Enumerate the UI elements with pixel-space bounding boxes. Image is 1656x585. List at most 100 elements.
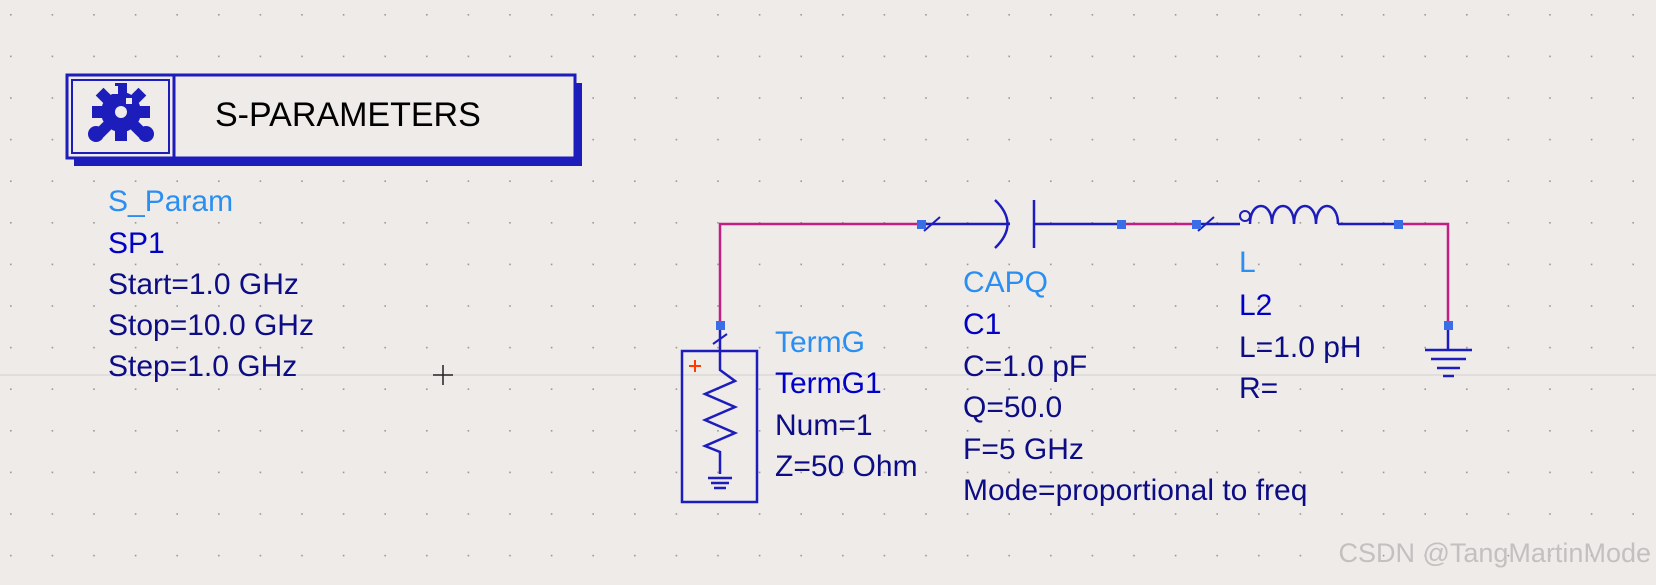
grid-dot — [10, 471, 12, 474]
capq-param-mode: Mode=proportional to freq — [963, 474, 1307, 507]
grid-dot — [1050, 513, 1052, 515]
grid-dot — [592, 263, 594, 266]
grid-dot — [1050, 138, 1052, 141]
grid-dot — [301, 471, 303, 474]
grid-dot — [218, 305, 220, 307]
grid-dot — [1008, 388, 1010, 390]
inductor-labels: L L2 L=1.0 pH R= — [1239, 246, 1362, 405]
grid-dot — [1299, 388, 1302, 390]
grid-dot — [1133, 471, 1135, 474]
pin-termg-top[interactable] — [716, 321, 725, 330]
grid-dot — [592, 305, 594, 307]
grid-dot — [1424, 55, 1426, 58]
grid-dot — [1632, 430, 1634, 432]
grid-dot — [1466, 388, 1468, 390]
grid-dot — [10, 263, 12, 266]
grid-dot — [1050, 346, 1052, 349]
pin-cap-right[interactable] — [1117, 220, 1126, 229]
pin-ground-top[interactable] — [1444, 321, 1453, 330]
wire-termg-to-cap[interactable] — [718, 222, 921, 325]
inductor-type-label: L — [1239, 246, 1256, 279]
grid-dot — [1008, 263, 1010, 266]
grid-dot — [1050, 430, 1052, 432]
wire-inductor-to-ground[interactable] — [1398, 222, 1450, 325]
grid-dot — [800, 471, 802, 474]
grid-dot — [93, 180, 95, 182]
grid-dot — [800, 97, 802, 99]
grid-dot — [301, 222, 303, 224]
pin-cap-left[interactable] — [917, 220, 926, 229]
polarity-dot-icon — [1239, 210, 1251, 222]
grid-dot — [1382, 97, 1385, 99]
grid-dot — [717, 263, 719, 266]
grid-dot — [1299, 97, 1302, 99]
grid-dot — [301, 513, 303, 515]
grid-dot — [1424, 14, 1426, 16]
grid-dot — [925, 14, 927, 16]
termg-component[interactable] — [680, 325, 759, 504]
grid-dot — [1466, 513, 1468, 515]
grid-dot — [1216, 55, 1218, 58]
grid-dot — [1258, 471, 1260, 474]
grid-dot — [1632, 513, 1634, 515]
capq-component[interactable] — [921, 199, 1121, 249]
pin-inductor-left[interactable] — [1192, 220, 1201, 229]
grid-dot — [10, 55, 12, 58]
grid-dot — [10, 14, 12, 16]
grid-dot — [966, 430, 969, 432]
grid-dot — [1091, 346, 1094, 349]
grid-dot — [467, 513, 470, 515]
grid-dot — [1382, 55, 1385, 58]
grid-dot — [176, 554, 178, 557]
grid-dot — [925, 305, 927, 307]
capacitor-curved-plate — [994, 199, 1009, 249]
grid-dot — [301, 388, 303, 390]
grid-dot — [509, 222, 511, 224]
grid-dot — [342, 55, 345, 58]
grid-dot — [842, 513, 844, 515]
grid-dot — [1382, 180, 1385, 182]
grid-dot — [51, 430, 54, 432]
grid-dot — [426, 305, 428, 307]
pin-inductor-right[interactable] — [1394, 220, 1403, 229]
grid-dot — [1382, 305, 1385, 307]
grid-dot — [883, 180, 886, 182]
grid-dot — [176, 430, 178, 432]
grid-dot — [218, 554, 220, 557]
grid-dot — [467, 471, 470, 474]
grid-dot — [218, 346, 220, 349]
grid-dot — [259, 222, 262, 224]
grid-dot — [1216, 388, 1218, 390]
grid-dot — [134, 14, 137, 16]
pin-markers[interactable] — [716, 220, 1453, 330]
grid-dot — [51, 97, 54, 99]
grid-dot — [1133, 180, 1135, 182]
grid-dot — [758, 263, 761, 266]
grid-dot — [218, 430, 220, 432]
capq-labels: CAPQ C1 C=1.0 pF Q=50.0 F=5 GHz Mode=pro… — [963, 266, 1307, 507]
ground-component[interactable] — [1425, 325, 1472, 378]
grid-dot — [1091, 513, 1094, 515]
grid-dot — [1258, 388, 1260, 390]
grid-dot — [634, 138, 636, 141]
grid-dot — [51, 138, 54, 141]
inductor-component[interactable] — [1196, 204, 1398, 232]
s-parameters-labels: S_Param SP1 Start=1.0 GHz Stop=10.0 GHz … — [108, 185, 314, 383]
grid-dot — [634, 388, 636, 390]
wires[interactable] — [718, 222, 1450, 325]
grid-dot — [800, 346, 802, 349]
grid-dot — [966, 305, 969, 307]
grid-dot — [1050, 305, 1052, 307]
grid-dot — [342, 14, 345, 16]
grid-dot — [675, 471, 678, 474]
grid-dot — [1258, 305, 1260, 307]
grid-dot — [550, 263, 553, 266]
grid-dot — [842, 305, 844, 307]
grid-dot — [842, 471, 844, 474]
grid-dot — [925, 471, 927, 474]
grid-dot — [1258, 222, 1260, 224]
s-parameters-controller[interactable]: S-PARAMETERS — [65, 73, 582, 166]
grid-dot — [467, 305, 470, 307]
grid-dot — [384, 305, 386, 307]
